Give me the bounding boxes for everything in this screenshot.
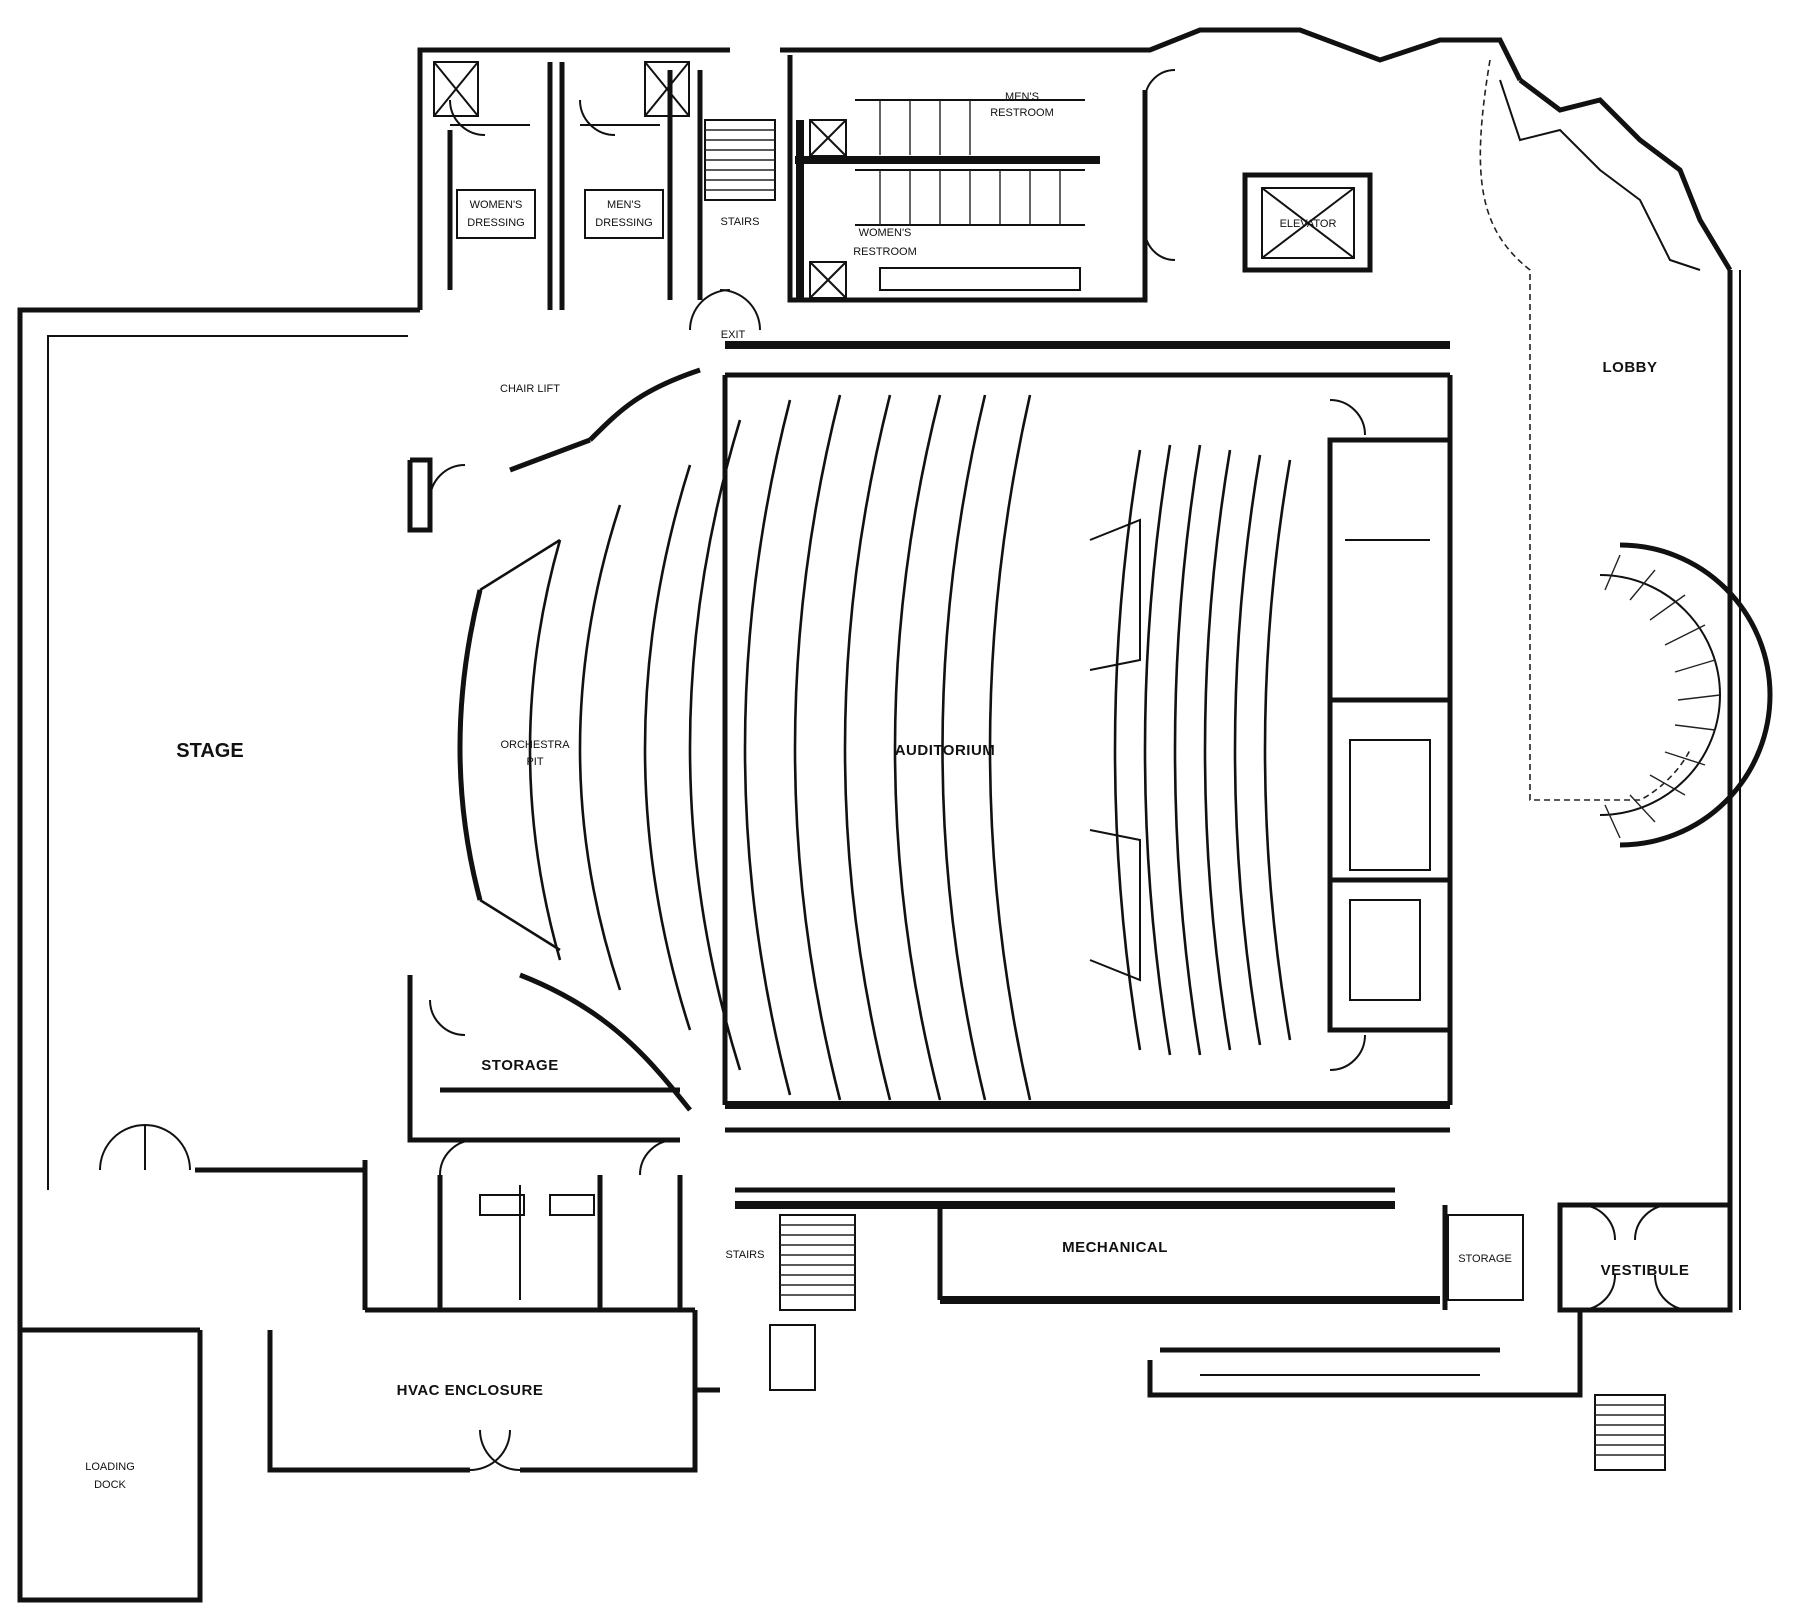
label-stairs-bottom: STAIRS <box>726 1249 765 1261</box>
label-stage: STAGE <box>176 740 243 762</box>
label-storage-right: STORAGE <box>1458 1253 1512 1265</box>
label-hvac: HVAC ENCLOSURE <box>397 1382 544 1399</box>
seating-rows <box>528 394 1032 1101</box>
label-dressing-left-2: DRESSING <box>467 217 524 229</box>
front-stairs <box>1594 1394 1666 1471</box>
auditorium-walls <box>407 367 1453 1143</box>
label-auditorium: AUDITORIUM <box>895 742 996 759</box>
stairs-bottom-treads <box>769 1214 856 1391</box>
label-mechanical: MECHANICAL <box>1062 1239 1168 1256</box>
label-vestibule: VESTIBULE <box>1601 1262 1690 1279</box>
label-mens-restroom-2: RESTROOM <box>990 107 1054 119</box>
label-orchestra-pit-1: ORCHESTRA <box>500 739 570 751</box>
spiral-stair <box>1599 542 1773 848</box>
label-loading-dock-2: DOCK <box>94 1479 126 1491</box>
label-dressing-right-2: DRESSING <box>595 217 652 229</box>
label-dressing-left-1: WOMEN'S <box>470 199 523 211</box>
stairs-top-treads <box>704 119 776 201</box>
label-lobby: LOBBY <box>1603 359 1658 376</box>
label-chair-lift: CHAIR LIFT <box>500 383 560 395</box>
orchestra-pit-outline <box>457 538 561 952</box>
bottom-wing-rooms <box>195 1160 1524 1391</box>
label-elevator: ELEVATOR <box>1280 218 1337 230</box>
top-wing-rooms <box>433 55 1450 378</box>
room-labels: STAGE AUDITORIUM ORCHESTRA PIT STORAGE S… <box>85 91 1689 1491</box>
label-dressing-right-1: MEN'S <box>607 199 641 211</box>
outer-walls <box>17 27 1741 1603</box>
lobby-area <box>1479 59 1773 1471</box>
label-loading-dock-1: LOADING <box>85 1461 135 1473</box>
label-orchestra-pit-2: PIT <box>526 756 543 768</box>
label-womens-restroom-1: WOMEN'S <box>859 227 912 239</box>
door-swings <box>99 69 1691 1471</box>
balcony-rows <box>1089 444 1292 1056</box>
restroom-stalls <box>879 100 1061 225</box>
label-womens-restroom-2: RESTROOM <box>853 246 917 258</box>
label-storage-left: STORAGE <box>481 1057 558 1074</box>
label-stairs-top: STAIRS <box>721 216 760 228</box>
label-exit: EXIT <box>721 329 746 341</box>
label-mens-restroom-1: MEN'S <box>1005 91 1039 103</box>
